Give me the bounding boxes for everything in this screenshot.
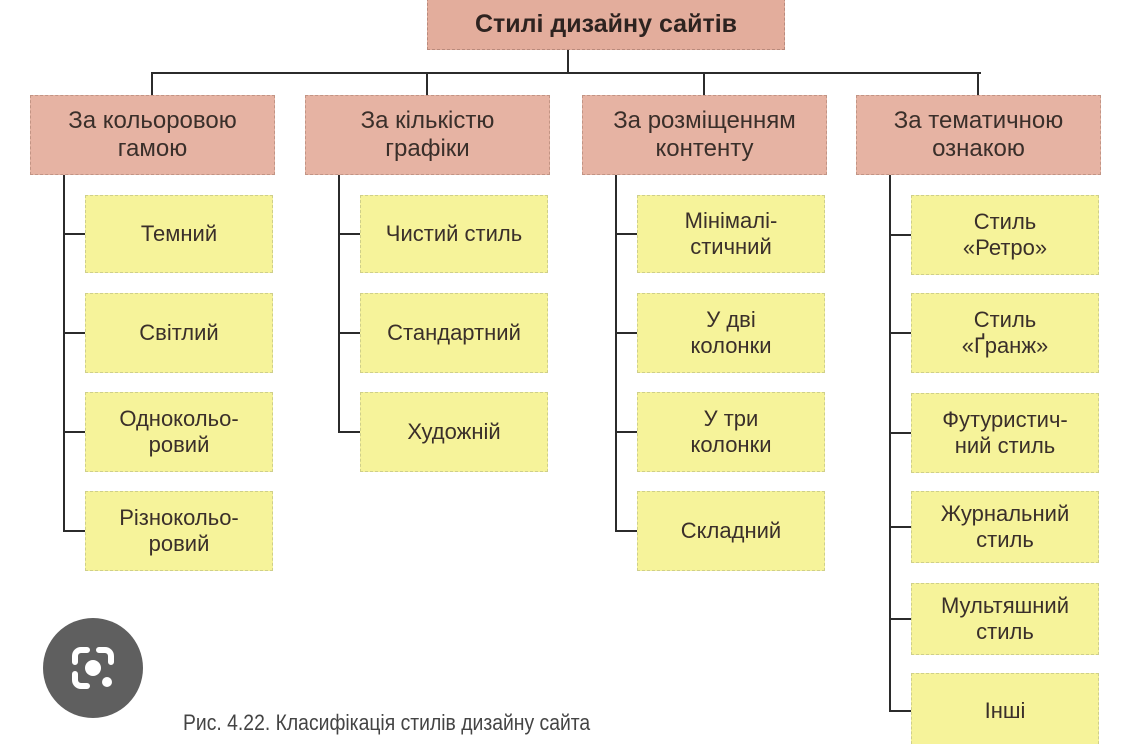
leaf-node: Темний — [85, 195, 273, 273]
lens-search-button[interactable] — [43, 618, 143, 718]
connector-line — [63, 431, 85, 433]
connector-line — [151, 72, 981, 74]
lens-icon — [72, 647, 114, 689]
leaf-node: У дві колонки — [637, 293, 825, 373]
connector-line — [615, 175, 617, 532]
leaf-node: Складний — [637, 491, 825, 571]
connector-line — [889, 432, 911, 434]
connector-line — [63, 530, 85, 532]
connector-line — [889, 175, 891, 712]
connector-line — [63, 233, 85, 235]
connector-line — [615, 332, 637, 334]
connector-line — [977, 72, 979, 96]
connector-line — [889, 526, 911, 528]
leaf-node: Стиль «Ґранж» — [911, 293, 1099, 373]
root-node: Стилі дизайну сайтів — [427, 0, 785, 50]
connector-line — [615, 431, 637, 433]
connector-line — [63, 175, 65, 532]
leaf-node: Футуристич- ний стиль — [911, 393, 1099, 473]
connector-line — [889, 234, 911, 236]
connector-line — [615, 233, 637, 235]
connector-line — [567, 50, 569, 74]
connector-line — [889, 710, 911, 712]
category-node: За тематичною ознакою — [856, 95, 1101, 175]
connector-line — [338, 175, 340, 433]
leaf-node: Інші — [911, 673, 1099, 744]
connector-line — [889, 618, 911, 620]
leaf-node: Однокольо- ровий — [85, 392, 273, 472]
connector-line — [63, 332, 85, 334]
category-node: За кількістю графіки — [305, 95, 550, 175]
leaf-node: Стандартний — [360, 293, 548, 373]
leaf-node: Мінімалі- стичний — [637, 195, 825, 273]
connector-line — [703, 72, 705, 96]
leaf-node: Мультяшний стиль — [911, 583, 1099, 655]
connector-line — [615, 530, 637, 532]
connector-line — [338, 332, 360, 334]
leaf-node: Різнокольо- ровий — [85, 491, 273, 571]
connector-line — [151, 72, 153, 96]
leaf-node: Журнальний стиль — [911, 491, 1099, 563]
figure-caption: Рис. 4.22. Класифікація стилів дизайну с… — [183, 710, 591, 735]
connector-line — [338, 431, 360, 433]
leaf-node: У три колонки — [637, 392, 825, 472]
leaf-node: Світлий — [85, 293, 273, 373]
connector-line — [889, 332, 911, 334]
category-node: За кольоровою гамою — [30, 95, 275, 175]
connector-line — [426, 72, 428, 96]
leaf-node: Стиль «Ретро» — [911, 195, 1099, 275]
leaf-node: Чистий стиль — [360, 195, 548, 273]
connector-line — [338, 233, 360, 235]
category-node: За розміщенням контенту — [582, 95, 827, 175]
leaf-node: Художній — [360, 392, 548, 472]
